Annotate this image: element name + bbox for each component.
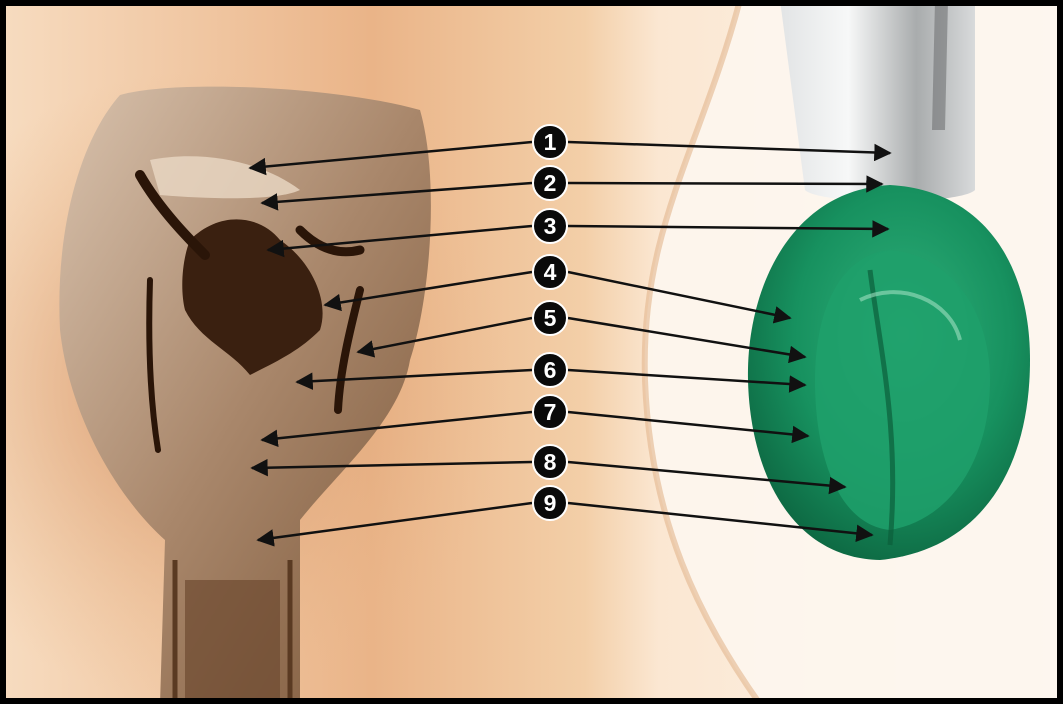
marker-5: 5 <box>533 301 567 335</box>
marker-label: 9 <box>544 490 557 516</box>
marker-label: 1 <box>544 129 557 155</box>
leader-right-2 <box>568 183 882 184</box>
marker-label: 8 <box>544 449 557 475</box>
marker-label: 6 <box>544 357 557 383</box>
marker-7: 7 <box>533 395 567 429</box>
marker-label: 5 <box>544 305 557 331</box>
marker-3: 3 <box>533 209 567 243</box>
marker-9: 9 <box>533 486 567 520</box>
marker-6: 6 <box>533 353 567 387</box>
marker-2: 2 <box>533 166 567 200</box>
marker-label: 7 <box>544 399 557 425</box>
marker-label: 3 <box>544 213 557 239</box>
trachea <box>185 580 280 704</box>
marker-8: 8 <box>533 445 567 479</box>
marker-4: 4 <box>533 255 567 289</box>
marker-label: 2 <box>544 170 557 196</box>
marker-1: 1 <box>533 125 567 159</box>
number-markers: 1 2 3 4 5 6 7 8 9 <box>533 125 567 520</box>
marker-label: 4 <box>544 259 557 285</box>
